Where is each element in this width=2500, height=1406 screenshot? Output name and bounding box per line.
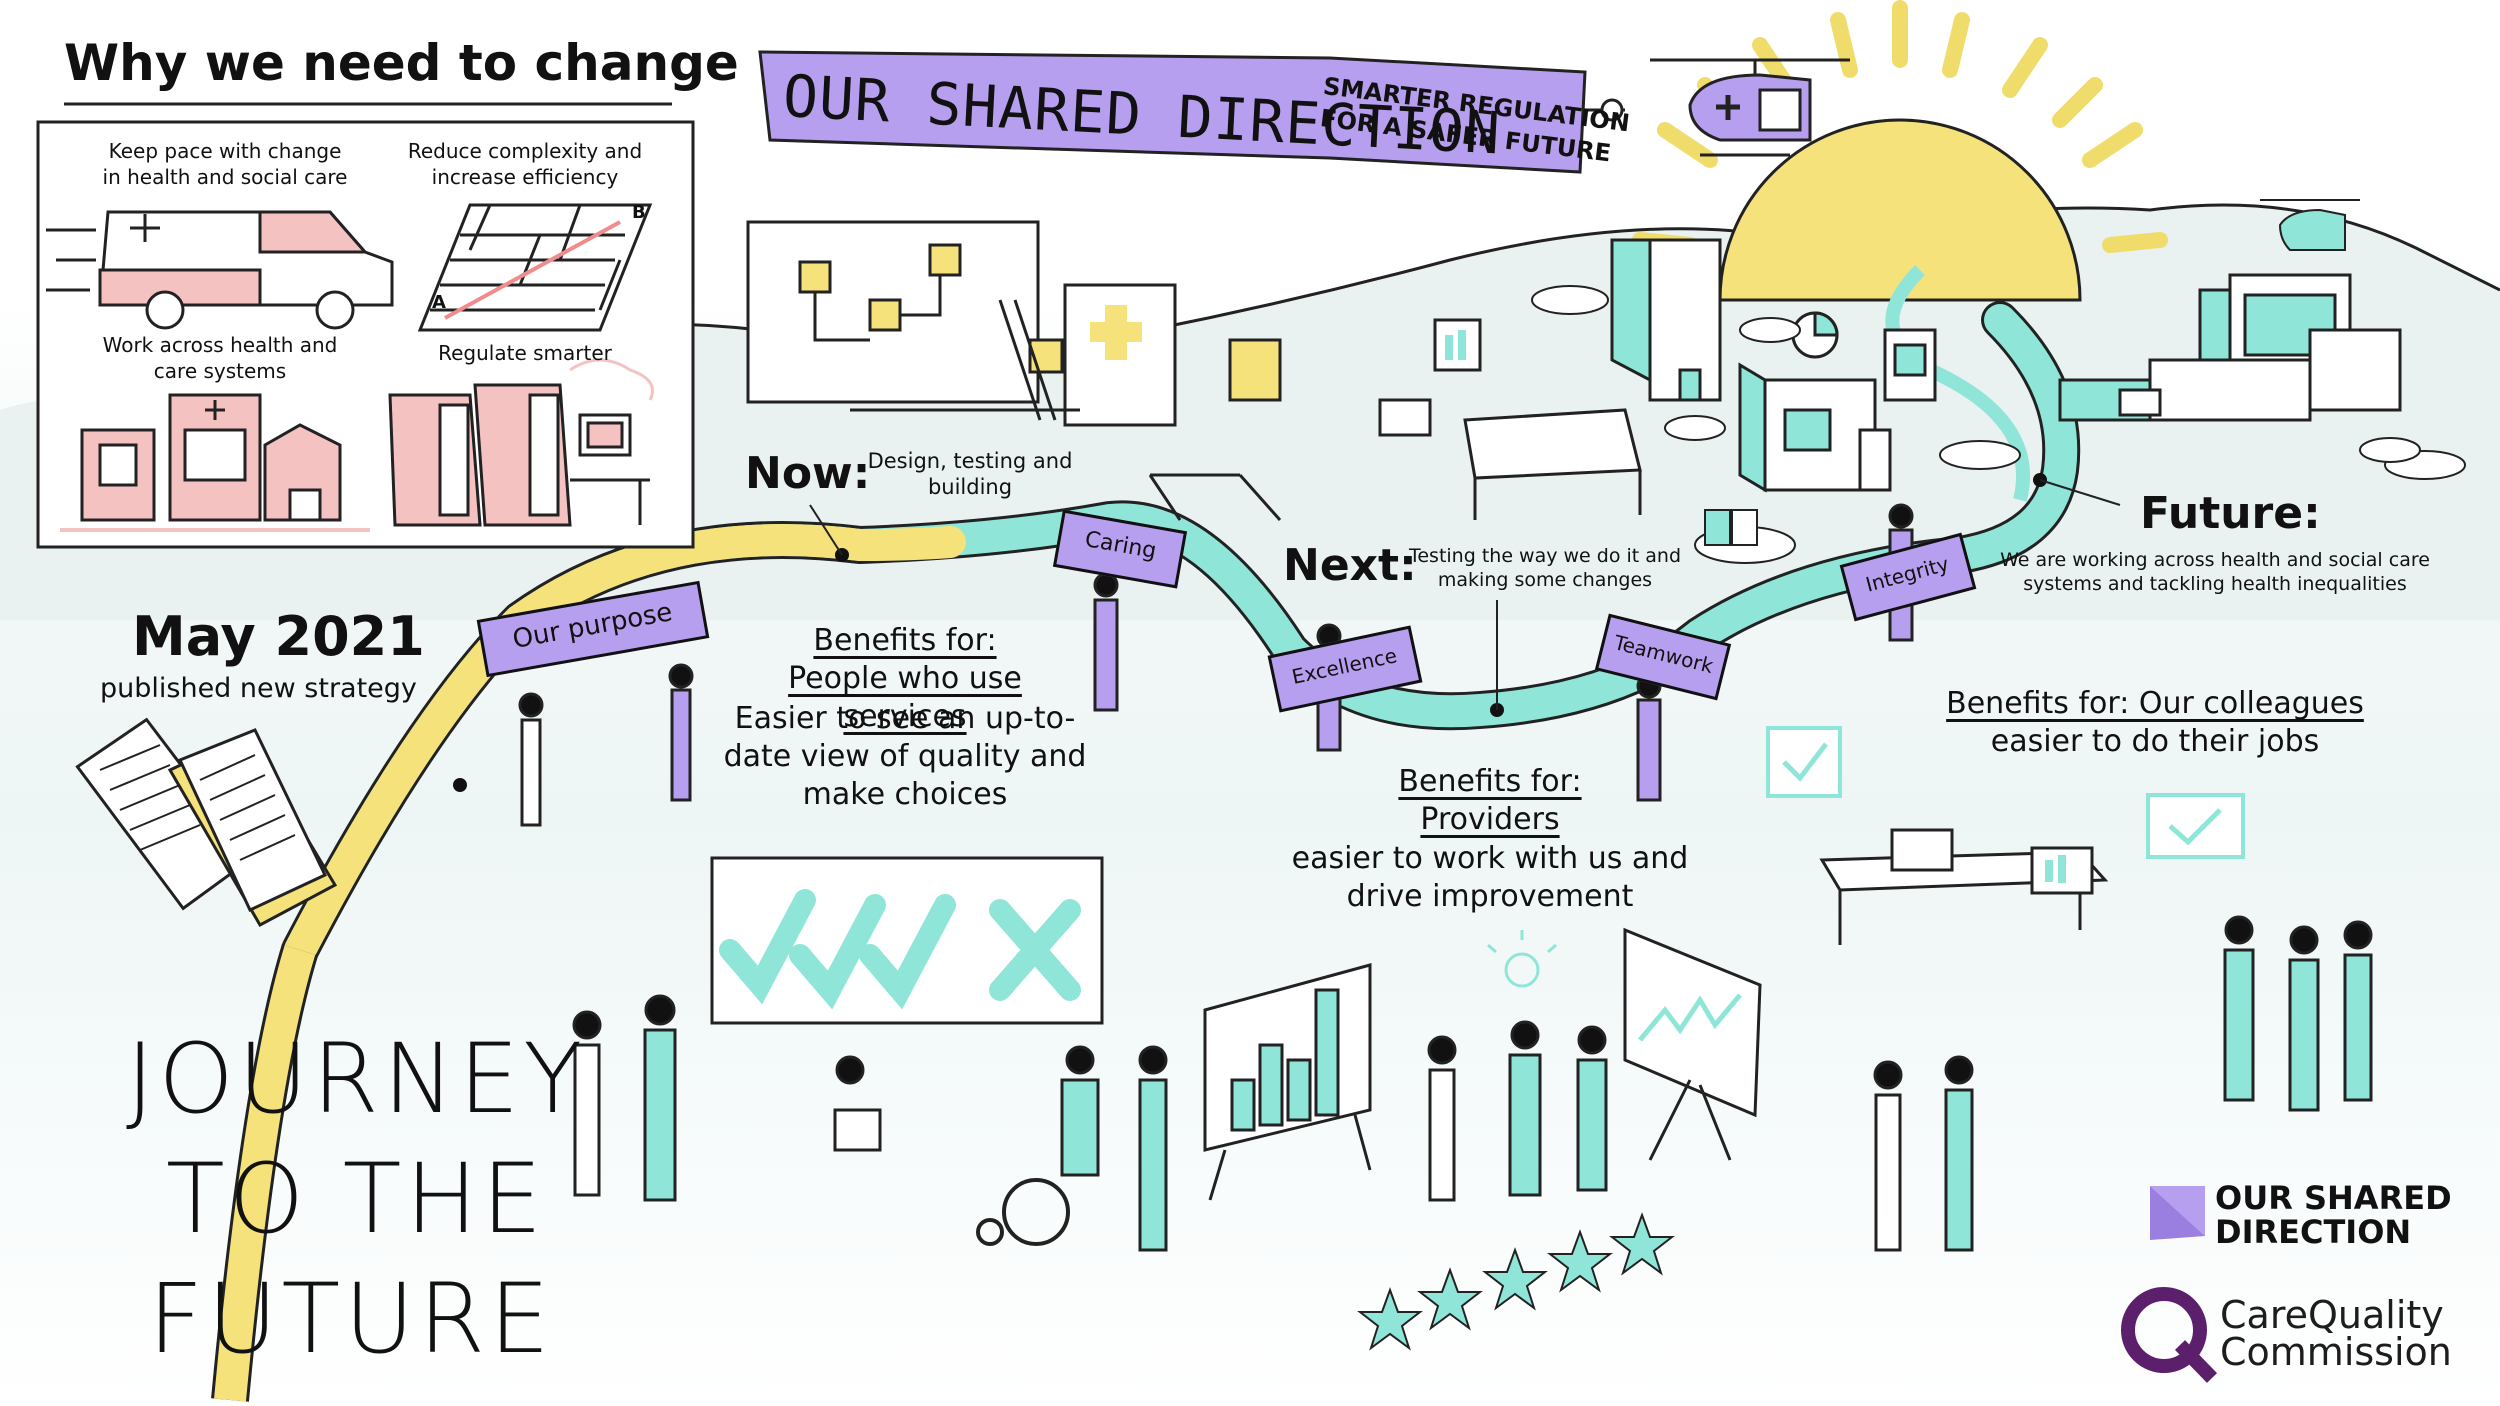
lightbulb-icon xyxy=(1487,930,1557,988)
now-label: Now: xyxy=(745,448,871,499)
benefits-colleagues-heading: Benefits for: Our colleagues xyxy=(1946,686,2364,721)
road-start xyxy=(214,945,316,1402)
maze-icon xyxy=(417,203,653,332)
road-yellow xyxy=(284,524,966,966)
journey-line-2: TO THE xyxy=(166,1143,547,1255)
desk-icon xyxy=(1148,318,1642,521)
journey-line-3: FUTURE xyxy=(148,1263,554,1375)
cqc-brand-line-1: CareQuality xyxy=(2220,1293,2444,1337)
documents-icon xyxy=(75,717,338,928)
bar-chart-board-icon xyxy=(1203,963,1372,1201)
why-panel-reduce-complexity: Reduce complexity and increase efficienc… xyxy=(407,139,643,189)
cqc-logo-icon xyxy=(2121,1287,2218,1383)
maze-label-a: A xyxy=(432,292,446,313)
office-desk-icon xyxy=(1819,828,2109,945)
small-helicopter-icon xyxy=(2260,199,2360,251)
future-label: Future: xyxy=(2140,488,2321,539)
journey-line-1: JOURNEY xyxy=(126,1023,586,1135)
benefits-people-heading: Benefits for: xyxy=(813,623,997,658)
design-board-icon xyxy=(746,220,1282,427)
hills-outline xyxy=(299,203,2500,422)
server-stack-icon xyxy=(1704,509,1758,546)
start-title: May 2021 xyxy=(132,605,425,668)
benefits-colleagues-text: easier to do their jobs xyxy=(1990,724,2320,759)
why-heading: Why we need to change xyxy=(64,34,739,92)
servers-icon xyxy=(388,358,654,527)
ambulance-icon xyxy=(46,210,394,330)
now-text: Design, testing and building xyxy=(867,449,1073,499)
why-panel-work-across: Work across health and care systems xyxy=(102,333,338,383)
banner-ribbon xyxy=(758,50,1625,174)
benefits-providers-who: Providers xyxy=(1420,802,1560,837)
health-buildings-icon xyxy=(1610,238,2402,493)
benefits-people-text: Easier to see an up-to-date view of qual… xyxy=(723,701,1087,812)
stars-icon xyxy=(1357,1212,1675,1351)
why-panel-regulate-smarter: Regulate smarter xyxy=(438,341,612,365)
future-pointer xyxy=(2039,479,2121,506)
next-label: Next: xyxy=(1283,540,1417,591)
benefits-providers-heading: Benefits for: xyxy=(1398,764,1582,799)
osd-brand-line-2: DIRECTION xyxy=(2215,1213,2412,1251)
wheelchair-icon xyxy=(976,1178,1070,1246)
checkbox-icon xyxy=(1766,726,2245,859)
cqc-brand-line-2: Commission xyxy=(2220,1330,2452,1374)
maze-label-b: B xyxy=(632,202,646,223)
trend-board-icon xyxy=(1623,927,1762,1161)
next-text: Testing the way we do it and making some… xyxy=(1408,545,1682,591)
now-pointer xyxy=(809,504,843,556)
buildings-icon xyxy=(60,393,370,532)
benefits-providers-text: easier to work with us and drive improve… xyxy=(1291,841,1689,914)
checkmarks-board-icon xyxy=(710,856,1104,1025)
start-subtitle: published new strategy xyxy=(100,673,417,704)
people-figures xyxy=(518,503,2373,1252)
why-panel-keep-pace: Keep pace with change in health and soci… xyxy=(102,139,348,189)
helicopter-icon xyxy=(1650,58,1850,157)
benefits-people-who: People who use services xyxy=(788,661,1022,734)
sun-icon xyxy=(1632,0,2168,302)
future-text: We are working across health and social … xyxy=(2000,549,2430,595)
osd-logo-icon xyxy=(2150,1186,2205,1240)
osd-brand-line-1: OUR SHARED xyxy=(2215,1179,2452,1217)
